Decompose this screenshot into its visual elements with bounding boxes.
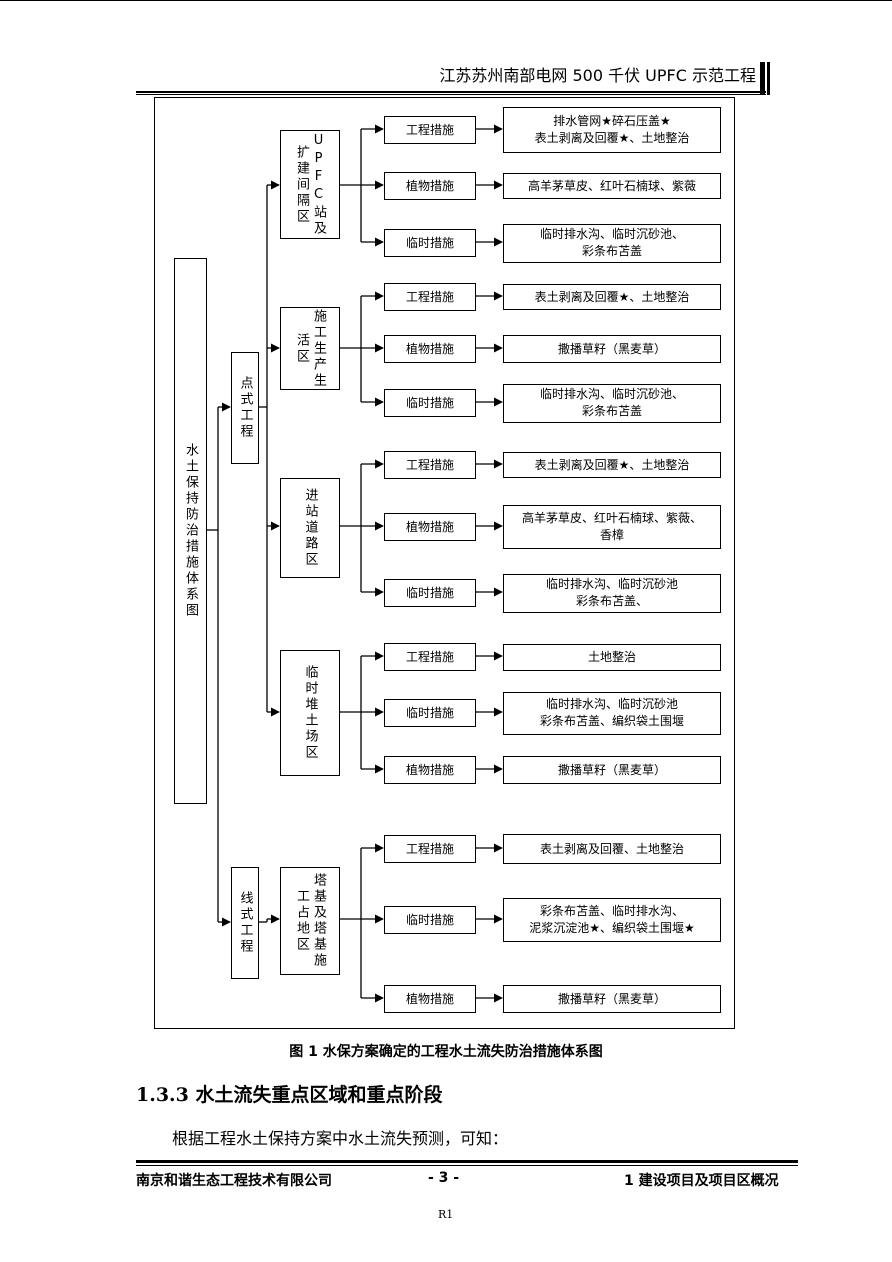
- body-paragraph: 根据工程水土保持方案中水土流失预测，可知：: [172, 1129, 509, 1148]
- measure-type-0-3-2-label: 植物措施: [405, 762, 454, 777]
- measure-type-0-2-2-label: 临时措施: [405, 585, 454, 600]
- measure-type-0-2-1-label: 植物措施: [405, 519, 454, 534]
- header-tab-mark: [760, 62, 765, 95]
- measure-content-0-3-0: 土地整治: [503, 643, 721, 671]
- measure-content-0-0-1-label: 高羊茅草皮、红叶石楠球、紫薇: [527, 178, 696, 193]
- area-box-0-1: 施工生产生活区: [280, 307, 340, 390]
- measure-content-0-3-2-label: 撒播草籽（黑麦草）: [557, 762, 666, 777]
- measure-type-0-2-2: 临时措施: [384, 579, 476, 607]
- measure-type-1-0-0: 工程措施: [384, 835, 476, 863]
- measure-type-0-1-2-label: 临时措施: [405, 395, 454, 410]
- area-box-0-3: 临时堆土场区: [280, 650, 340, 776]
- measure-content-0-0-1: 高羊茅草皮、红叶石楠球、紫薇: [503, 173, 721, 199]
- diagram-connectors: [206, 124, 503, 1003]
- section-heading: 1.3.3 水土流失重点区域和重点阶段: [136, 1084, 443, 1106]
- measure-content-0-1-1-label: 撒播草籽（黑麦草）: [557, 341, 666, 356]
- branch-box-0: 点式工程: [231, 352, 259, 464]
- measure-type-0-3-1-label: 临时措施: [405, 705, 454, 720]
- measure-content-0-1-0-label: 表土剥离及回覆★、土地整治: [534, 289, 690, 304]
- measure-type-0-1-1-label: 植物措施: [405, 341, 454, 356]
- measure-type-1-0-0-label: 工程措施: [405, 841, 454, 856]
- measure-type-0-3-2: 植物措施: [384, 756, 476, 784]
- measure-content-0-3-0-label: 土地整治: [587, 649, 636, 664]
- measure-type-1-0-1-label: 临时措施: [405, 912, 454, 927]
- measure-content-0-1-2-label: 临时排水沟、临时沉砂池、 彩条布苫盖: [539, 387, 684, 418]
- measure-content-1-0-0-label: 表土剥离及回覆、土地整治: [539, 841, 684, 856]
- measure-type-0-0-0-label: 工程措施: [405, 122, 454, 137]
- figure-caption: 图 1 水保方案确定的工程水土流失防治措施体系图: [289, 1044, 603, 1060]
- top-border: [0, 0, 892, 1]
- measure-type-0-0-2-label: 临时措施: [405, 235, 454, 250]
- measure-type-0-0-1: 植物措施: [384, 172, 476, 200]
- area-box-1-0: 塔基及塔基施工占地区: [280, 867, 340, 975]
- branch-box-0-label: 点式工程: [237, 376, 253, 440]
- measure-type-0-1-0: 工程措施: [384, 283, 476, 311]
- measure-type-0-3-0-label: 工程措施: [405, 649, 454, 664]
- footer-company: 南京和谐生态工程技术有限公司: [136, 1173, 332, 1189]
- measure-type-0-2-1: 植物措施: [384, 513, 476, 541]
- measure-content-0-2-1-label: 高羊茅草皮、红叶石楠球、紫薇、 香樟: [521, 511, 702, 542]
- measure-type-0-3-1: 临时措施: [384, 699, 476, 727]
- measure-content-0-1-1: 撒播草籽（黑麦草）: [503, 335, 721, 363]
- area-box-0-2: 进站道路区: [280, 478, 340, 578]
- measure-content-0-0-2-label: 临时排水沟、临时沉砂池、 彩条布苫盖: [539, 227, 684, 258]
- measure-type-0-0-2: 临时措施: [384, 229, 476, 257]
- header-rule-thin: [136, 94, 766, 95]
- measure-type-0-2-0: 工程措施: [384, 451, 476, 479]
- measure-content-1-0-2: 撒播草籽（黑麦草）: [503, 985, 721, 1013]
- measure-content-0-0-0: 排水管网★碎石压盖★ 表土剥离及回覆★、土地整治: [503, 107, 721, 153]
- measure-type-0-2-0-label: 工程措施: [405, 457, 454, 472]
- measure-content-0-0-0-label: 排水管网★碎石压盖★ 表土剥离及回覆★、土地整治: [534, 114, 690, 145]
- area-box-0-2-label: 进站道路区: [302, 488, 318, 568]
- measure-content-1-0-1-label: 彩条布苫盖、临时排水沟、 泥浆沉淀池★、编织袋土围堰★: [529, 904, 695, 935]
- measure-content-0-1-0: 表土剥离及回覆★、土地整治: [503, 284, 721, 310]
- area-box-0-3-label: 临时堆土场区: [302, 665, 318, 761]
- measure-type-1-0-2-label: 植物措施: [405, 991, 454, 1006]
- measure-type-0-0-0: 工程措施: [384, 116, 476, 144]
- measure-content-0-2-0: 表土剥离及回覆★、土地整治: [503, 452, 721, 478]
- measure-type-0-1-0-label: 工程措施: [405, 289, 454, 304]
- measure-content-0-3-2: 撒播草籽（黑麦草）: [503, 756, 721, 784]
- measure-type-0-3-0: 工程措施: [384, 643, 476, 671]
- header-tab-mark-2: [767, 62, 770, 95]
- root-box-label: 水土保持防治措施体系图: [183, 443, 198, 619]
- footer-page-number: - 3 -: [428, 1170, 460, 1186]
- measure-type-1-0-2: 植物措施: [384, 985, 476, 1013]
- footer-rule-thin: [136, 1165, 798, 1166]
- measure-content-1-0-0: 表土剥离及回覆、土地整治: [503, 834, 721, 864]
- branch-box-1-label: 线式工程: [237, 891, 253, 955]
- measure-content-0-3-1-label: 临时排水沟、临时沉砂池 彩条布苫盖、编织袋土围堰: [539, 697, 684, 728]
- measure-content-0-2-2: 临时排水沟、临时沉砂池 彩条布苫盖、: [503, 573, 721, 613]
- area-box-0-0-label: UPFC站及扩建间隔区: [294, 132, 326, 237]
- area-box-0-0: UPFC站及扩建间隔区: [280, 130, 340, 239]
- header-rule: [136, 91, 766, 93]
- page-mark: R1: [438, 1208, 454, 1221]
- measure-content-1-0-2-label: 撒播草籽（黑麦草）: [557, 991, 666, 1006]
- footer-chapter: 1 建设项目及项目区概况: [624, 1173, 779, 1189]
- measure-content-0-2-0-label: 表土剥离及回覆★、土地整治: [534, 457, 690, 472]
- measure-type-0-0-1-label: 植物措施: [405, 178, 454, 193]
- measure-content-0-1-2: 临时排水沟、临时沉砂池、 彩条布苫盖: [503, 383, 721, 423]
- branch-box-1: 线式工程: [231, 867, 259, 979]
- measure-content-0-2-2-label: 临时排水沟、临时沉砂池 彩条布苫盖、: [545, 577, 678, 608]
- measure-content-0-3-1: 临时排水沟、临时沉砂池 彩条布苫盖、编织袋土围堰: [503, 691, 721, 735]
- footer-rule: [136, 1160, 798, 1163]
- measure-content-1-0-1: 彩条布苫盖、临时排水沟、 泥浆沉淀池★、编织袋土围堰★: [503, 898, 721, 942]
- measure-type-1-0-1: 临时措施: [384, 906, 476, 934]
- measure-content-0-0-2: 临时排水沟、临时沉砂池、 彩条布苫盖: [503, 223, 721, 263]
- measure-content-0-2-1: 高羊茅草皮、红叶石楠球、紫薇、 香樟: [503, 505, 721, 549]
- area-box-1-0-label: 塔基及塔基施工占地区: [294, 873, 326, 969]
- measure-type-0-1-1: 植物措施: [384, 335, 476, 363]
- area-box-0-1-label: 施工生产生活区: [294, 308, 326, 389]
- root-box: 水土保持防治措施体系图: [174, 258, 207, 804]
- measure-type-0-1-2: 临时措施: [384, 389, 476, 417]
- header-title: 江苏苏州南部电网 500 千伏 UPFC 示范工程: [439, 66, 756, 85]
